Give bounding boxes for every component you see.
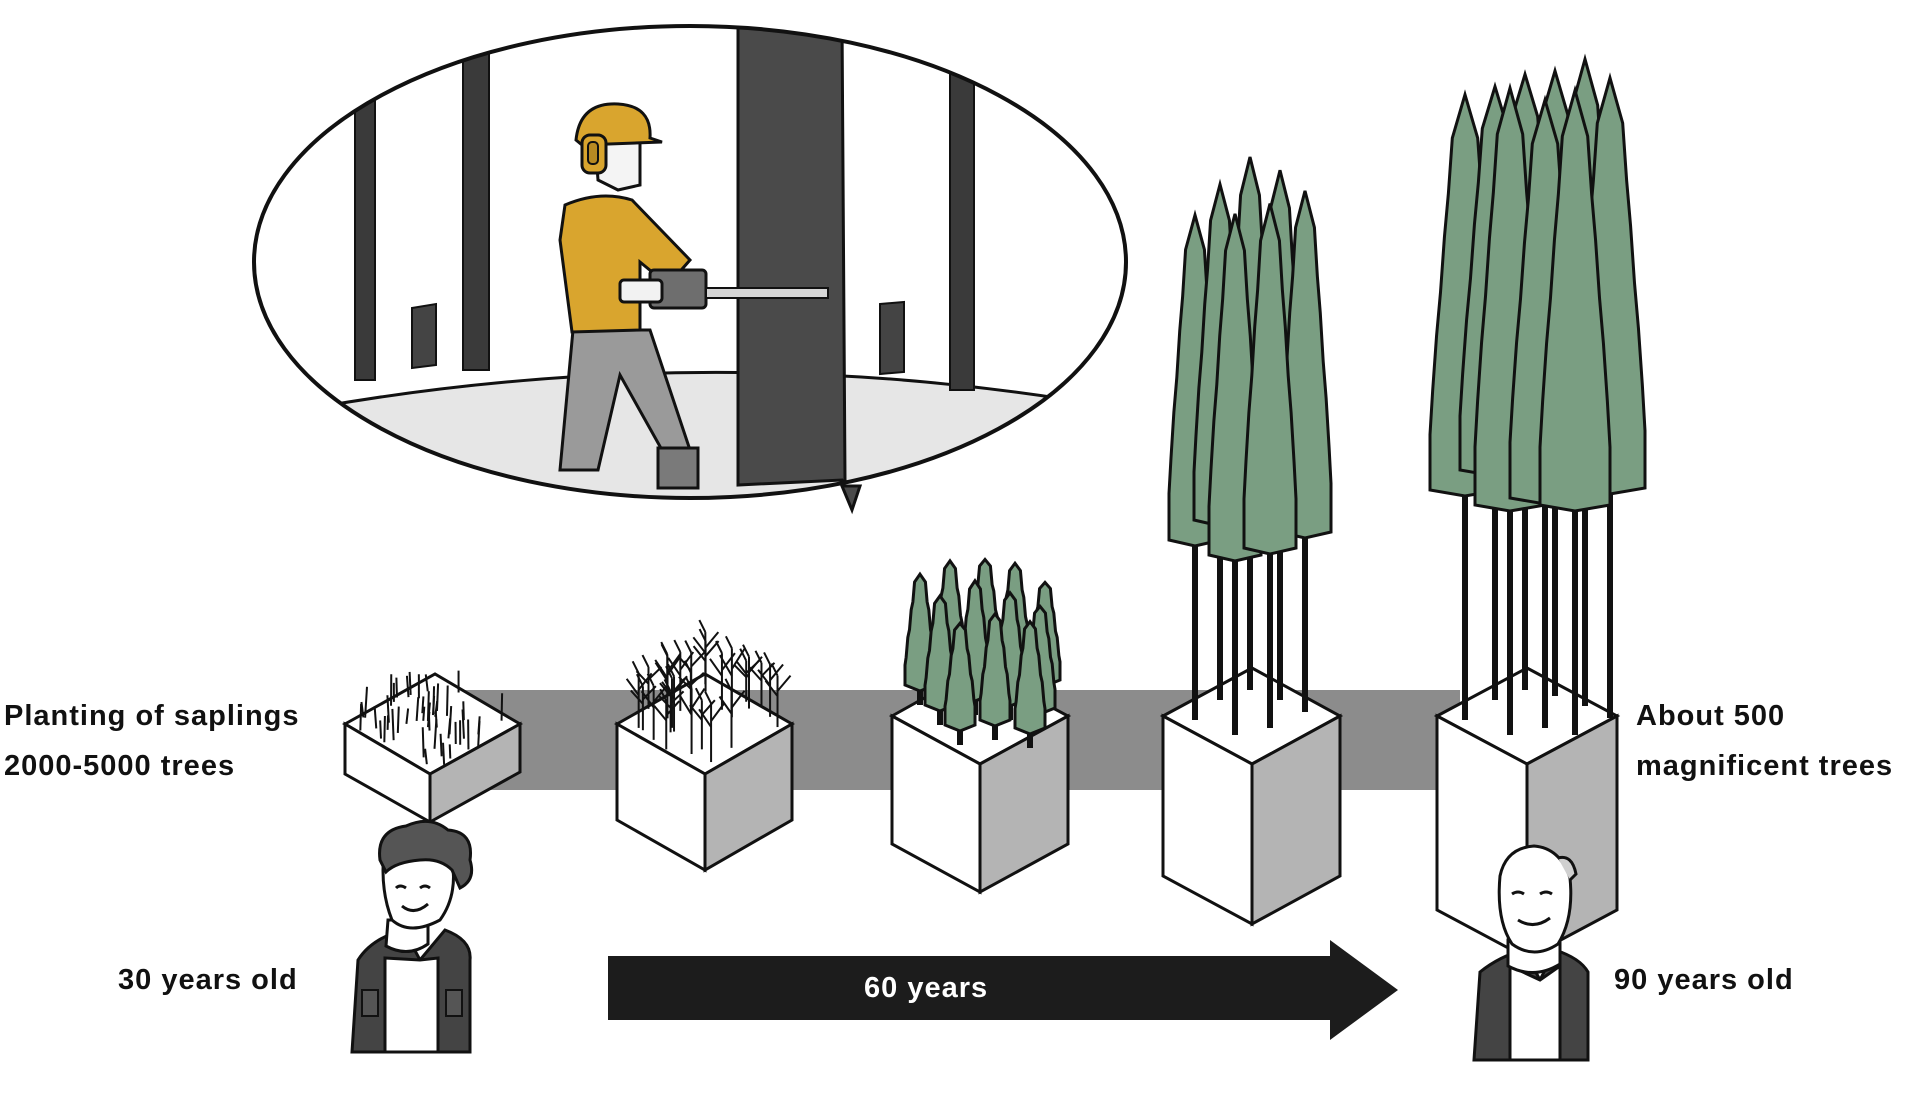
- timeline-arrow: [608, 940, 1398, 1040]
- logger-figure: [558, 102, 829, 490]
- old-man-avatar: [1472, 844, 1590, 1062]
- young-man-avatar: [350, 819, 474, 1054]
- stage-1-sapling-block: [341, 670, 524, 825]
- stage-4-tall-conifer-block: [1159, 156, 1344, 927]
- end-label-line2: magnificent trees: [1636, 750, 1894, 782]
- start-label-line1: Planting of saplings: [4, 700, 300, 732]
- stage-2-young-tree-block: [613, 619, 796, 873]
- duration-label: 60 years: [864, 972, 989, 1004]
- end-label-line1: About 500: [1636, 700, 1786, 732]
- age-end-label: 90 years old: [1614, 964, 1794, 996]
- stage-3-small-conifer-block: [888, 557, 1072, 895]
- start-label-line2: 2000-5000 trees: [4, 750, 236, 782]
- logging-scene-bubble: [252, 24, 1128, 515]
- stage-5-mature-tree-block: [1428, 53, 1647, 961]
- age-start-label: 30 years old: [118, 964, 298, 996]
